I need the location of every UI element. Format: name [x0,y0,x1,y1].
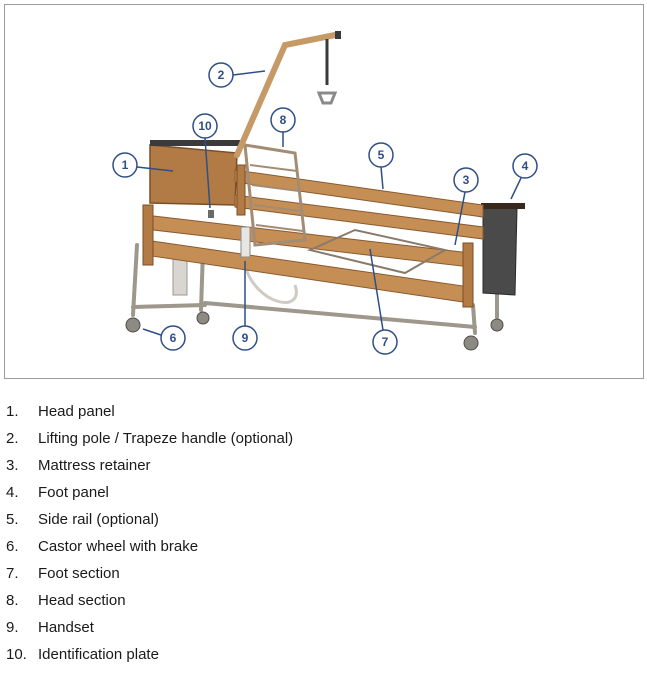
head-section-slats [249,164,304,232]
callout-7: 7 [369,248,398,355]
legend-number: 4. [6,484,19,501]
head-panel-shape [149,144,238,206]
handset-shape [240,226,251,258]
legend-item: 9. Handset [0,618,647,645]
callouts: 1 2 3 4 5 [112,62,538,355]
legend-label: Foot panel [38,484,109,501]
bed-diagram: 1 2 3 4 5 [112,31,538,355]
legend-label: Mattress retainer [38,457,151,474]
rail-posts [142,164,474,308]
legend-label: Handset [38,619,94,636]
legend-label: Foot section [38,565,120,582]
side-rails [144,169,484,304]
legend-label: Castor wheel with brake [38,538,199,555]
bed-illustration [125,31,525,351]
identification-plate-shape [208,210,214,218]
svg-text:7: 7 [382,335,389,349]
handset-cable [243,264,298,304]
legend-label: Head section [38,592,126,609]
legend-number: 8. [6,592,19,609]
svg-text:8: 8 [280,113,287,127]
svg-text:6: 6 [170,331,177,345]
legend-label: Head panel [38,403,115,420]
svg-text:5: 5 [378,148,385,162]
head-panel-top [150,140,240,146]
legend-item: 4. Foot panel [0,483,647,510]
legend-item: 1. Head panel [0,402,647,429]
svg-text:1: 1 [122,158,129,172]
legend-number: 3. [6,457,19,474]
legend-label: Lifting pole / Trapeze handle (optional) [38,430,294,447]
svg-text:9: 9 [242,331,249,345]
legend-item: 7. Foot section [0,564,647,591]
parts-legend: 1. Head panel 2. Lifting pole / Trapeze ha… [0,402,647,672]
legend-number: 9. [6,619,19,636]
legend-number: 10. [6,646,27,663]
foot-panel-shape [482,204,518,296]
legend-number: 2. [6,430,19,447]
callout-10: 10 [192,113,218,209]
legend-number: 7. [6,565,19,582]
callout-4: 4 [510,153,538,200]
head-section-shape [243,143,307,247]
callout-1: 1 [112,152,174,178]
legend-item: 2. Lifting pole / Trapeze handle (optiona… [0,429,647,456]
svg-text:3: 3 [463,173,470,187]
callout-8: 8 [270,107,296,147]
callout-3: 3 [453,167,479,246]
legend-item: 5. Side rail (optional) [0,510,647,537]
legend-label: Side rail (optional) [38,511,159,528]
svg-text:4: 4 [522,159,529,173]
callout-5: 5 [368,142,394,190]
callout-2: 2 [208,62,266,88]
foot-panel-top [481,203,525,209]
castors [125,311,504,351]
legend-number: 6. [6,538,19,555]
legend-number: 5. [6,511,19,528]
legend-item: 3. Mattress retainer [0,456,647,483]
legend-label: Identification plate [38,646,159,663]
svg-text:10: 10 [198,119,212,133]
legend-item: 8. Head section [0,591,647,618]
callout-6: 6 [142,325,186,351]
callout-9: 9 [232,261,258,351]
figure-frame: 1 2 3 4 5 [4,4,644,379]
lifting-pole-shape [234,32,338,158]
svg-text:2: 2 [218,68,225,82]
legend-item: 10. Identification plate [0,645,647,672]
trapeze-handle-shape [316,91,338,105]
legend-number: 1. [6,403,19,420]
legend-item: 6. Castor wheel with brake [0,537,647,564]
